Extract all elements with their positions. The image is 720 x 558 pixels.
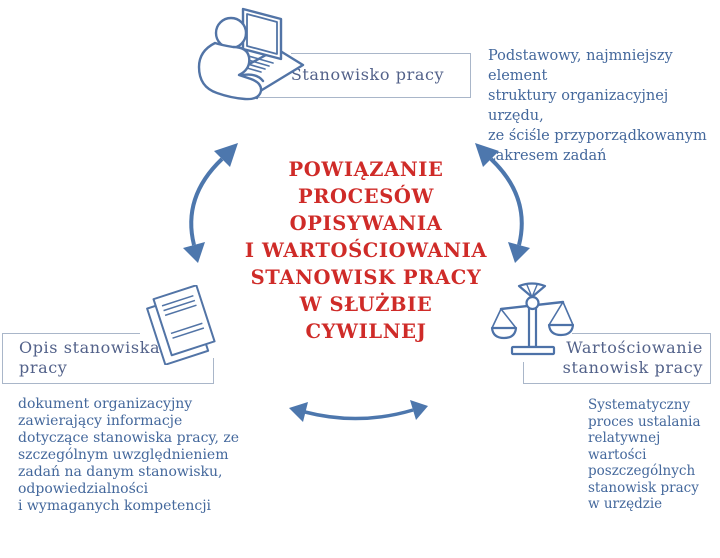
box-border-segment [2,333,140,334]
box-border-segment [237,97,471,98]
box-border-segment [710,333,711,384]
documents-icon [139,285,229,365]
box-border-segment [213,358,214,383]
person-at-computer-icon [193,5,305,107]
description-wartosciowanie: Systematyczny proces ustalania relatywne… [588,397,701,512]
description-stanowisko: Podstawowy, najmniejszy element struktur… [488,48,707,164]
box-border-segment [523,362,524,383]
arrow-top-right-icon [467,135,537,267]
diagram-title: POWIĄZANIE PROCESÓW OPISYWANIA I WARTOŚC… [244,158,488,343]
box-border-segment [523,383,711,384]
box-border-segment [2,383,214,384]
node-label-stanowisko: Stanowisko pracy [290,65,445,84]
box-border-segment [2,333,3,384]
box-border-segment [572,333,711,334]
arrow-top-left-icon [176,135,246,267]
node-label-wartosciowanie: Wartościowanie stanowisk pracy [562,338,703,377]
node-label-opis: Opis stanowiska pracy [19,338,161,377]
scales-icon [490,281,574,357]
box-border-segment [291,53,471,54]
description-opis: dokument organizacyjny zawierający infor… [18,396,240,514]
box-border-segment [470,53,471,98]
arrow-bottom-icon [283,396,435,438]
